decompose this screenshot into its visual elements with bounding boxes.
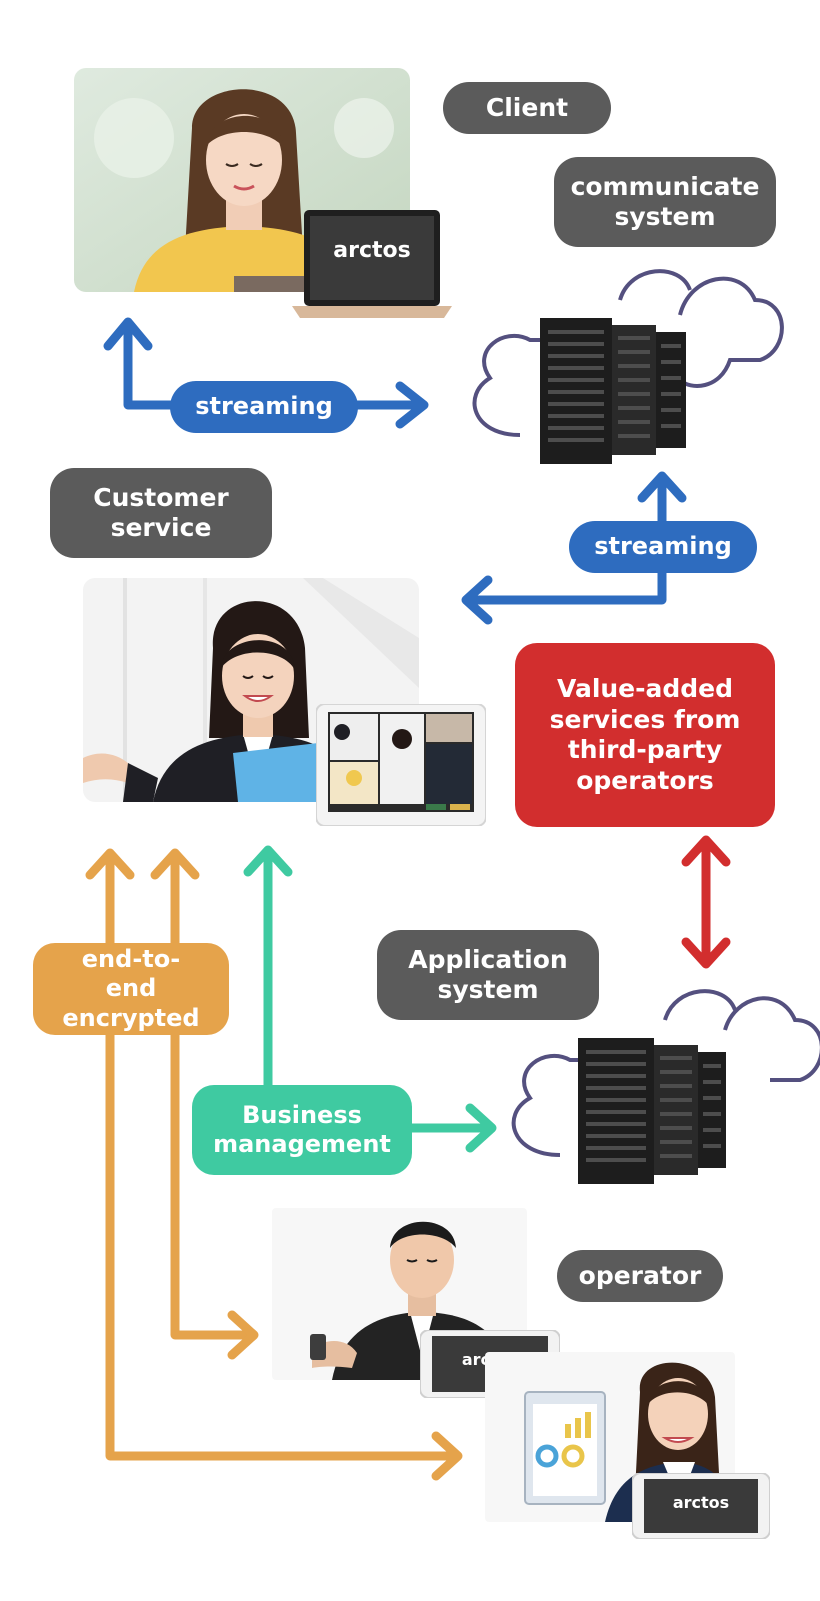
phone-device-2: arctos	[631, 1472, 771, 1540]
arctos-logo: arctos	[333, 238, 411, 263]
arctos-logo: arctos	[672, 1493, 730, 1512]
red-double-arrow	[681, 835, 731, 969]
client-label: Client	[443, 82, 611, 134]
streaming-label-right: streaming	[569, 521, 757, 573]
blue-arrow-system-service	[461, 471, 687, 625]
streaming-label-top: streaming	[170, 381, 358, 433]
operator-label: operator	[557, 1250, 723, 1302]
cloud-icon	[472, 269, 784, 437]
communicate-system-label: communicate system	[554, 157, 776, 247]
teal-arrows	[243, 845, 497, 1153]
customer-service-label: Customer service	[50, 468, 272, 558]
laptop-device: arctos	[292, 208, 452, 320]
business-management-label: Business management	[192, 1085, 412, 1175]
server-rack-icon	[578, 1038, 726, 1184]
value-added-services-label: Value-added services from third-party op…	[515, 643, 775, 827]
server-rack-icon	[540, 318, 686, 464]
tablet-device	[315, 703, 487, 827]
end-to-end-encrypted-label: end-to-end encrypted	[33, 943, 229, 1035]
application-system-label: Application system	[377, 930, 599, 1020]
cloud-icon	[511, 989, 820, 1157]
